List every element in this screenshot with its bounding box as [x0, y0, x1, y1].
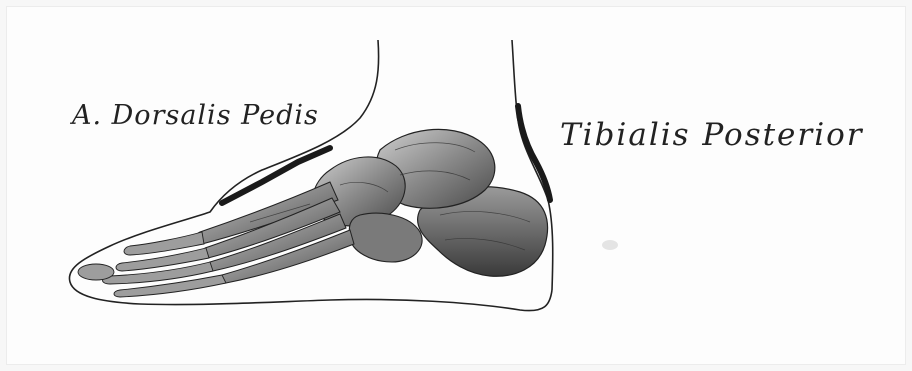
phalanges-bones [78, 232, 226, 297]
cuboid-bone [349, 213, 422, 262]
dorsalis-pedis-label: A. Dorsalis Pedis [72, 100, 319, 131]
tibialis-posterior-marker [518, 106, 550, 200]
metatarsal-bones [195, 182, 354, 283]
scan-smudge [602, 240, 618, 250]
tibialis-posterior-label: Tibialis Posterior [560, 117, 864, 153]
